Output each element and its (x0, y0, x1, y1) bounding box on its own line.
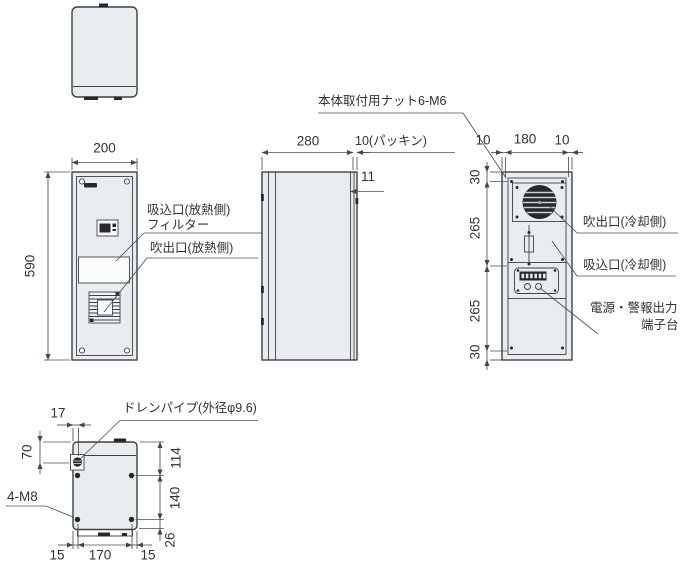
bolt-hole (128, 516, 135, 523)
terminal-block (507, 262, 567, 299)
dim-rear-top-right: 10 (554, 132, 570, 148)
dim-side-packing: 10(パッキン) (355, 134, 427, 148)
bottom-view (6, 420, 258, 549)
dim-rear-top-left: 10 (475, 132, 491, 148)
screw-hole (123, 178, 131, 185)
dim-side-depth: 280 (296, 133, 320, 149)
dim-bottom-114: 114 (168, 447, 184, 469)
dim-bottom-17: 17 (50, 405, 66, 421)
label-heat-inlet-filter: フィルター (147, 218, 210, 232)
foot-right (114, 97, 122, 100)
label-mount-nut: 本体取付用ナット6-M6 (318, 94, 447, 108)
bolt-hole (74, 516, 81, 523)
dim-rear-left-265-lower: 265 (467, 299, 483, 323)
dim-bottom-15-left: 15 (49, 547, 65, 563)
screw-hole (78, 347, 86, 354)
top-tab (99, 3, 108, 7)
fan-panel (512, 182, 567, 222)
rear-tab (114, 438, 126, 443)
label-drain-pipe: ドレンパイプ(外径φ9.6) (123, 401, 257, 415)
dim-bottom-70: 70 (19, 444, 35, 460)
dim-front-height: 590 (22, 254, 38, 278)
dim-rear-left-265-upper: 265 (467, 216, 483, 240)
label-bolts-4m8: 4-M8 (7, 489, 38, 504)
dim-front-width: 200 (93, 140, 116, 156)
foot-left (84, 96, 98, 100)
dim-rear-top-center: 180 (513, 131, 537, 147)
rear-view (318, 112, 678, 370)
label-cool-outlet: 吹出口(冷却側) (583, 215, 667, 229)
screw-hole (123, 347, 131, 354)
label-cool-inlet: 吸込口(冷却側) (583, 258, 667, 272)
label-heat-outlet: 吹出口(放熱側) (150, 241, 234, 255)
name-plate (96, 219, 119, 237)
label-power-terminal-1: 電源・警報出力 (590, 301, 678, 315)
heat-side-inlet-louver (78, 256, 130, 284)
side-view (261, 149, 455, 361)
bolt-hole (74, 472, 81, 479)
rear-mid-panel (524, 225, 534, 266)
dim-bottom-26: 26 (162, 532, 178, 548)
label-power-terminal-2: 端子台 (641, 318, 679, 332)
label-heat-inlet: 吸込口(放熱側) (147, 203, 231, 217)
dim-rear-left-30-top: 30 (467, 169, 483, 185)
dim-bottom-170: 170 (88, 547, 112, 563)
heat-side-outlet-grille (88, 291, 121, 324)
dim-bottom-15-right: 15 (140, 547, 156, 563)
dim-side-lip: 11 (361, 169, 376, 184)
front-view (44, 158, 262, 361)
bolt-hole (128, 472, 135, 479)
top-view (71, 3, 138, 100)
cooling-fan-icon (522, 185, 557, 219)
dim-rear-left-30-bottom: 30 (467, 344, 483, 360)
brand-logo (84, 183, 97, 188)
screw-hole (78, 178, 86, 185)
dim-bottom-140: 140 (167, 486, 183, 510)
